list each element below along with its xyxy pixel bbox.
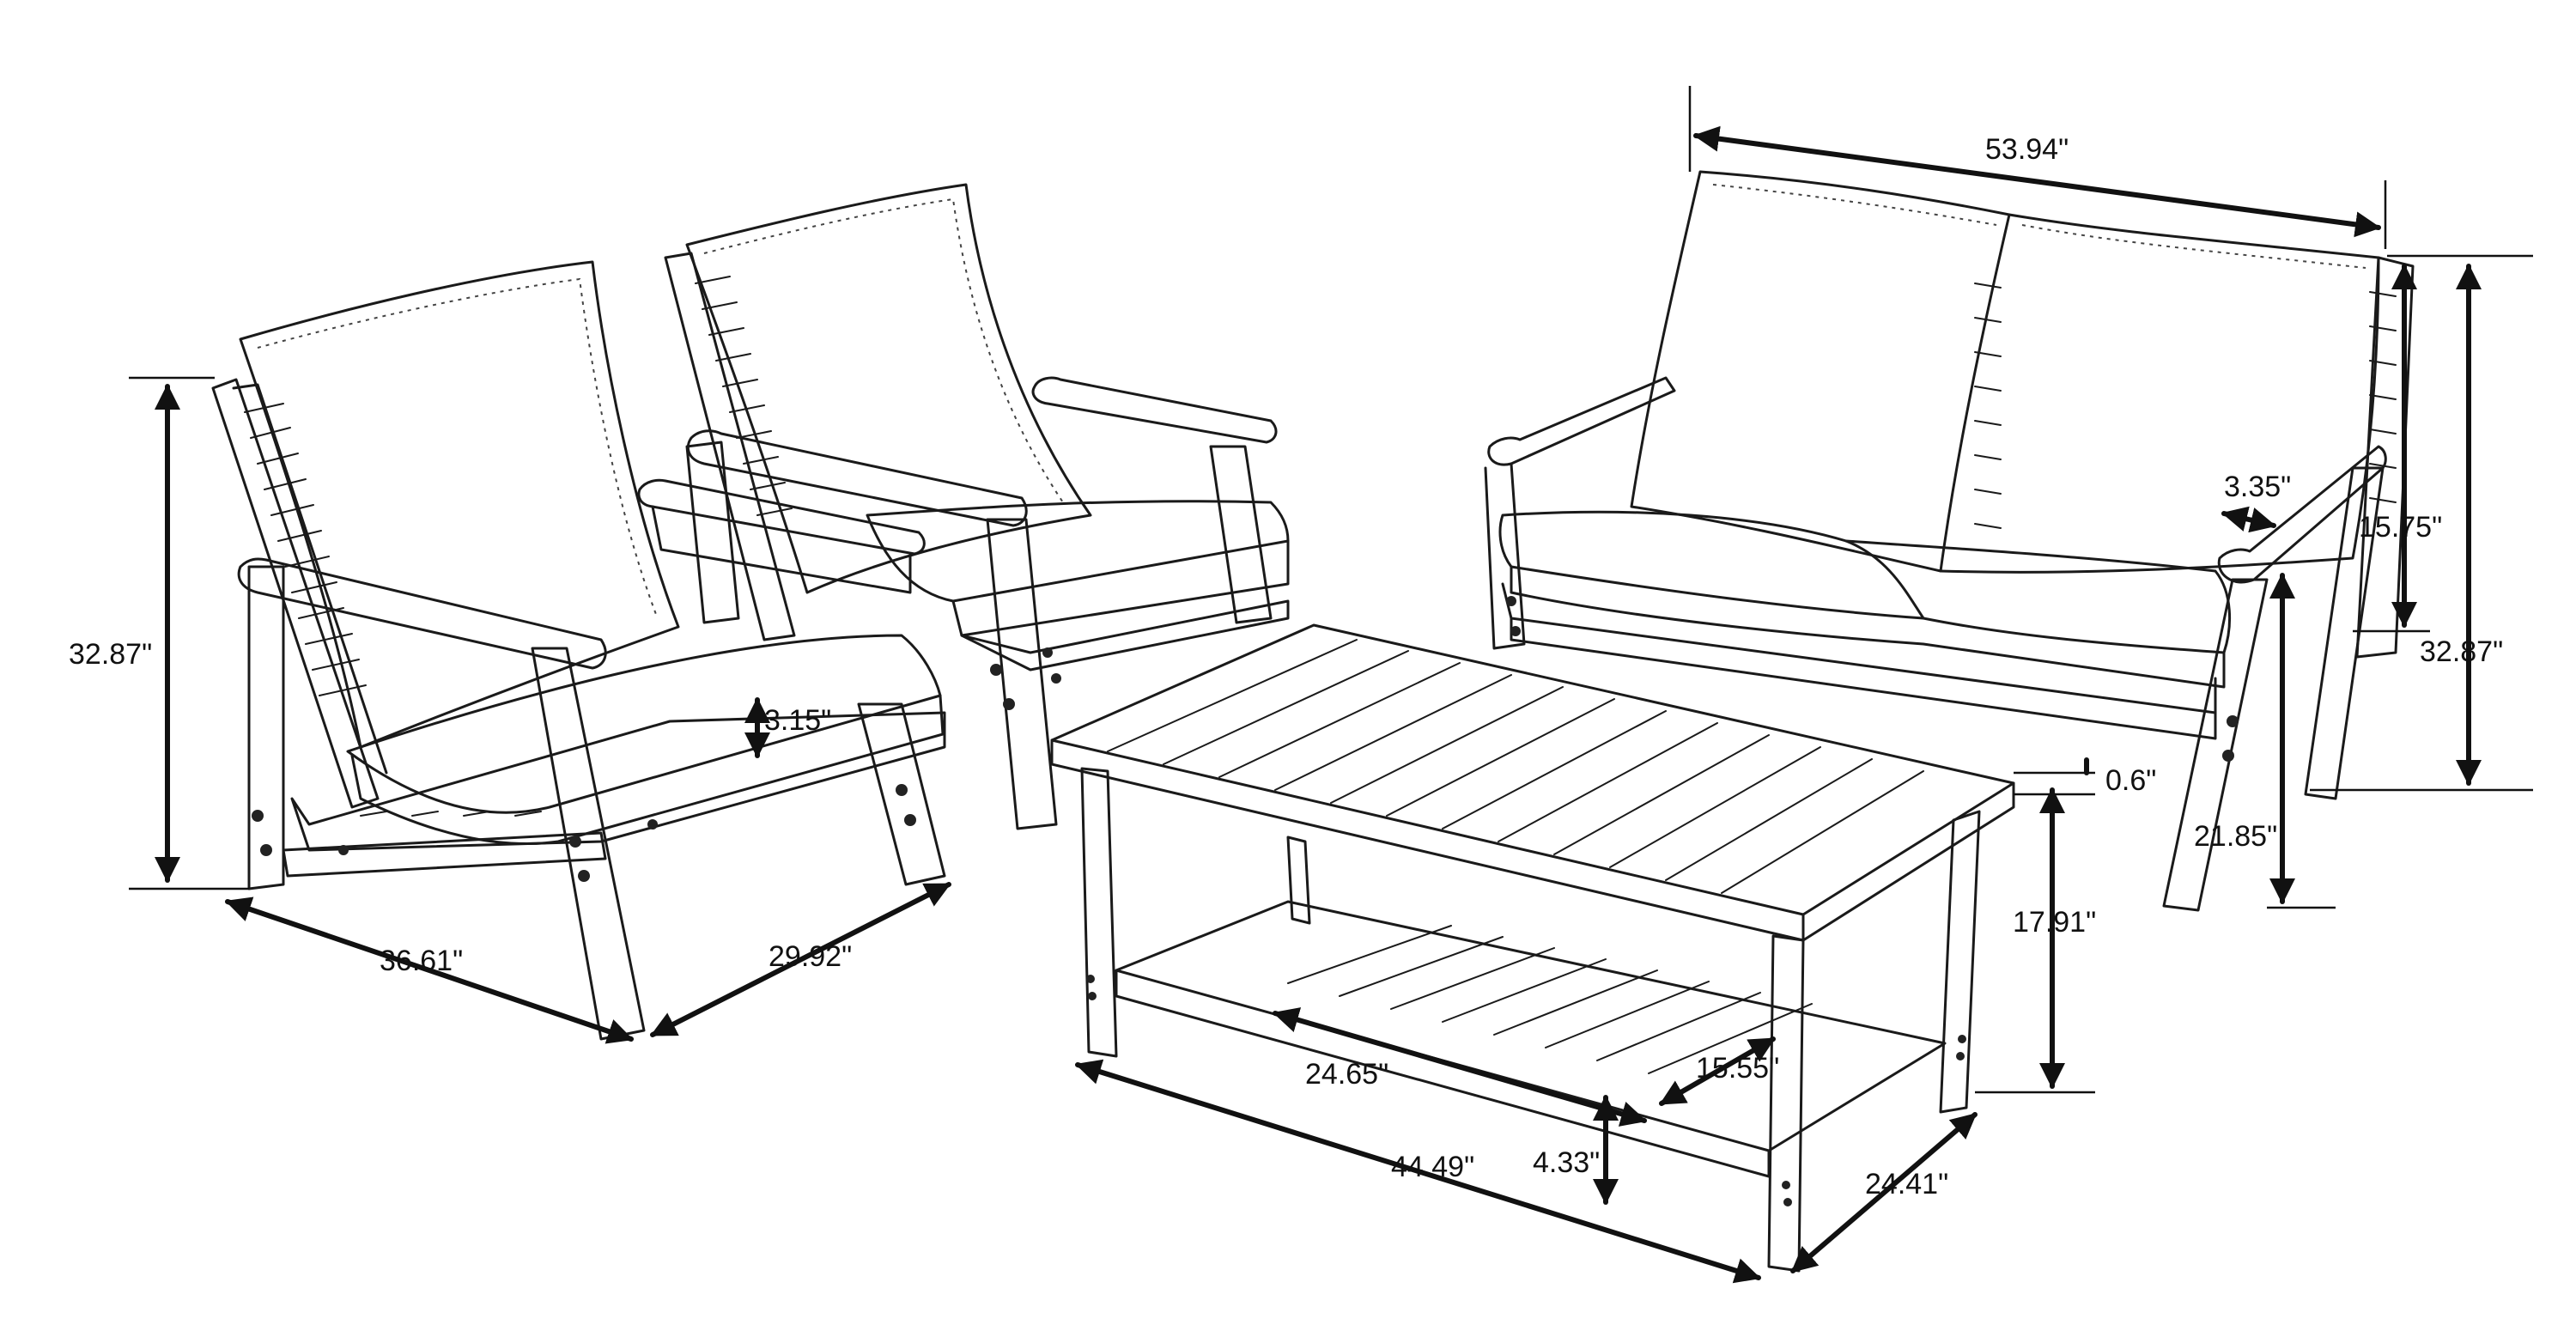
label-chair-depth: 29.92" bbox=[769, 940, 852, 973]
armchair-left bbox=[211, 260, 946, 1041]
label-table-shelf-length: 24.65" bbox=[1305, 1058, 1388, 1091]
label-chair-width: 36.61" bbox=[380, 945, 463, 977]
label-table-top-thickness: 0.6" bbox=[2105, 764, 2156, 797]
label-loveseat-back-height: 15.75" bbox=[2359, 511, 2442, 544]
dimension-labels: 53.94" 15.75" 32.87" 3.35" 21.85" 32.87"… bbox=[69, 133, 2503, 1200]
label-loveseat-arm-height: 21.85" bbox=[2194, 820, 2277, 853]
label-chair-height: 32.87" bbox=[69, 638, 152, 671]
label-chair-cushion-thickness: 3.15" bbox=[764, 704, 831, 737]
label-table-height: 17.91" bbox=[2013, 906, 2096, 939]
label-loveseat-total-height: 32.87" bbox=[2420, 635, 2503, 668]
loveseat bbox=[1484, 170, 2415, 912]
label-table-shelf-clearance: 4.33" bbox=[1533, 1146, 1600, 1179]
label-loveseat-width: 53.94" bbox=[1985, 133, 2069, 166]
label-table-length: 44.49" bbox=[1391, 1151, 1474, 1183]
dimension-lines bbox=[129, 86, 2533, 1284]
armchair-middle bbox=[664, 183, 1290, 830]
label-table-depth: 24.41" bbox=[1865, 1168, 1948, 1200]
label-loveseat-arm-width: 3.35" bbox=[2224, 471, 2291, 503]
label-table-shelf-depth: 15.55" bbox=[1696, 1052, 1779, 1085]
